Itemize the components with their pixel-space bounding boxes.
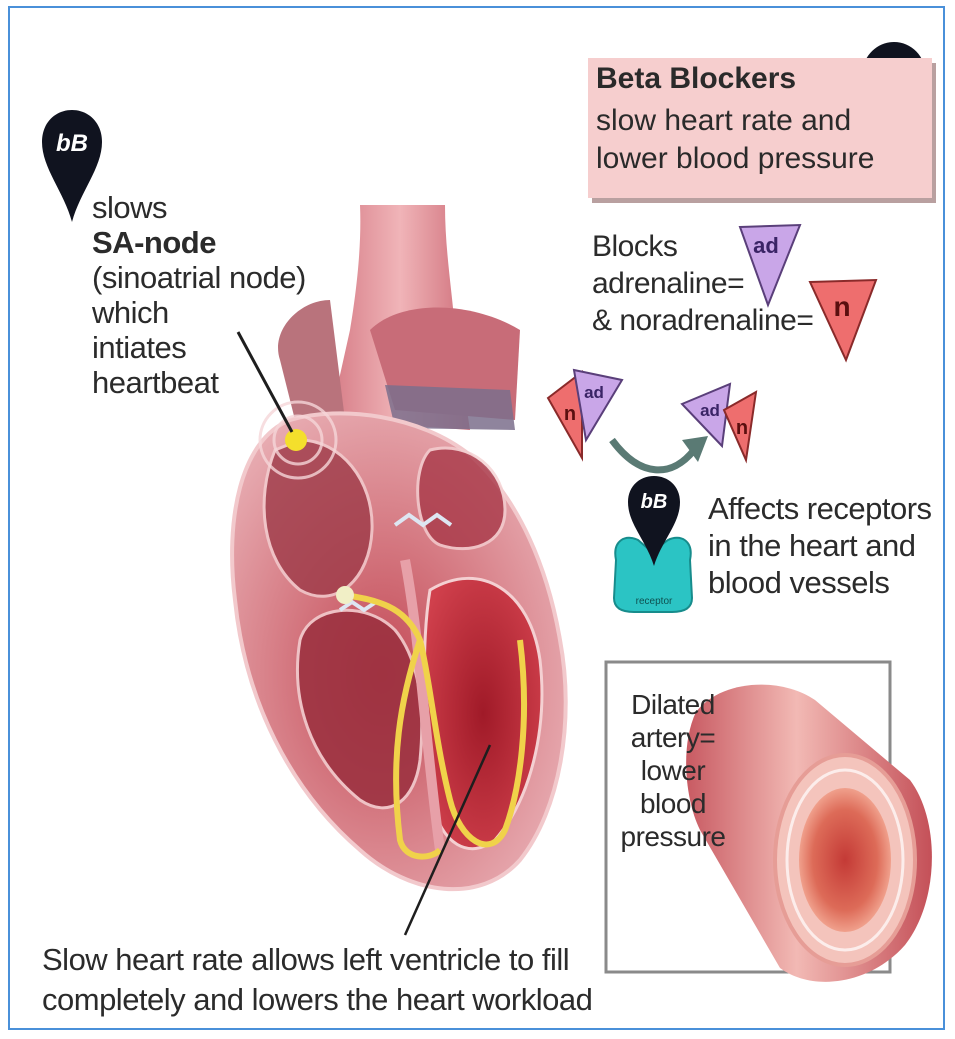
caption-line: Slow heart rate allows left ventricle to… [42, 940, 592, 980]
artery-line: blood [602, 787, 744, 820]
sa-node-title: SA-node [92, 225, 306, 260]
artery-line: artery= [602, 721, 744, 754]
bottom-caption: Slow heart rate allows left ventricle to… [42, 940, 592, 1020]
sa-node-line: heartbeat [92, 365, 306, 400]
svg-text:ad: ad [700, 401, 720, 420]
sa-node-text: slows SA-node (sinoatrial node) which in… [92, 190, 306, 400]
subtitle-line: slow heart rate and [596, 102, 874, 140]
affects-receptors-text: Affects receptors in the heart and blood… [708, 490, 932, 601]
av-node [336, 586, 354, 604]
sa-node-line: intiates [92, 330, 306, 365]
beta-blockers-title-box: Beta Blockers slow heart rate and lower … [588, 58, 932, 198]
sa-node [285, 429, 307, 451]
blocks-line: Blocks [592, 228, 813, 265]
artery-line: lower [602, 754, 744, 787]
receptor-icon: receptor bB [614, 476, 692, 612]
beta-blockers-subtitle: slow heart rate and lower blood pressure [596, 102, 874, 178]
blocks-line: adrenaline= [592, 265, 813, 302]
left-atrium [418, 448, 505, 549]
artery-line: Dilated [602, 688, 744, 721]
affects-line: blood vessels [708, 564, 932, 601]
caption-line: completely and lowers the heart workload [42, 980, 592, 1020]
subtitle-line: lower blood pressure [596, 140, 874, 178]
svg-text:ad: ad [584, 383, 604, 402]
svg-text:bB: bB [56, 130, 88, 157]
noradrenaline-icon: n [810, 280, 876, 360]
beta-blockers-title: Beta Blockers [596, 62, 796, 96]
sa-node-line: which [92, 295, 306, 330]
dilated-artery-text: Dilated artery= lower blood pressure [602, 688, 744, 853]
svg-text:n: n [833, 291, 850, 322]
blocks-text: Blocks adrenaline= & noradrenaline= [592, 228, 813, 339]
transition-arrow [612, 440, 694, 470]
sa-node-line: (sinoatrial node) [92, 260, 306, 295]
svg-text:bB: bB [641, 491, 668, 513]
svg-text:n: n [736, 417, 748, 439]
artery-line: pressure [602, 820, 744, 853]
svg-text:n: n [564, 403, 576, 425]
sa-node-line: slows [92, 190, 306, 225]
affects-line: in the heart and [708, 527, 932, 564]
receptor-binding-before: n ad [548, 370, 622, 458]
svg-text:receptor: receptor [636, 596, 673, 607]
affects-line: Affects receptors [708, 490, 932, 527]
blocks-line: & noradrenaline= [592, 302, 813, 339]
